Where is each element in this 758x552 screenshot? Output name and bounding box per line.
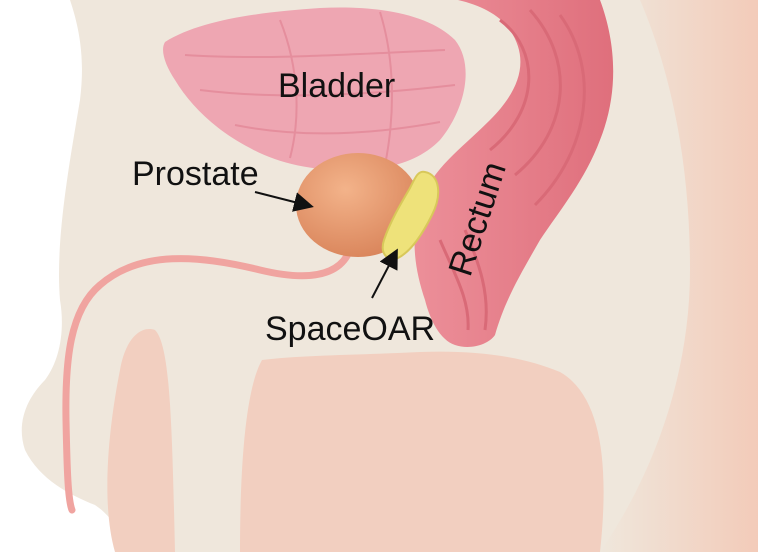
spaceoar-label: SpaceOAR xyxy=(265,310,435,348)
spaceoar-arrow xyxy=(371,248,398,299)
bladder-stripe-3 xyxy=(234,121,441,135)
urethra xyxy=(62,246,354,514)
rectum-fold-2 xyxy=(514,8,562,177)
rectum-fold-4 xyxy=(438,239,470,331)
bladder-stripe-5 xyxy=(379,11,393,166)
bladder-stripe-4 xyxy=(279,19,298,159)
rectum-fold-1 xyxy=(489,18,531,152)
prostate-label: Prostate xyxy=(132,155,259,193)
prostate-arrow xyxy=(254,191,314,212)
lower-flesh xyxy=(240,351,604,552)
body-right-edge xyxy=(600,0,758,552)
bladder-stripe-1 xyxy=(184,49,446,59)
rectum-fold-3 xyxy=(533,14,586,207)
bladder-stripe-2 xyxy=(199,84,456,97)
bladder-label: Bladder xyxy=(278,67,395,105)
lower-flesh-left xyxy=(107,329,175,552)
rectum-fold-5 xyxy=(463,229,488,331)
rectum xyxy=(414,0,614,347)
